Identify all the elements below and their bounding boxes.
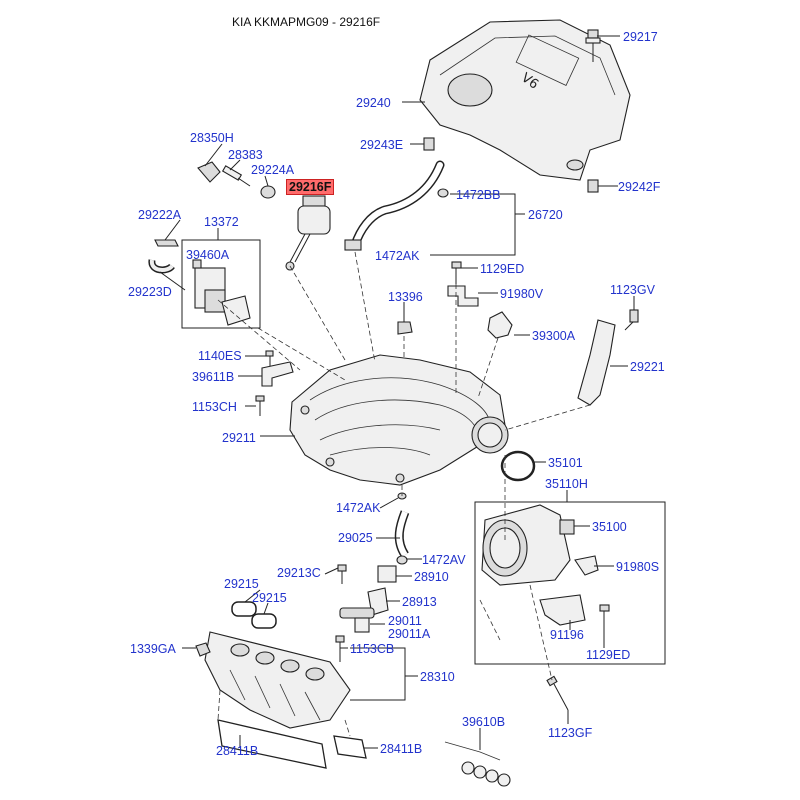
sensor-assembly-illustration (197, 161, 276, 199)
actuator-29216f-illustration (285, 195, 331, 271)
intake-manifold-lower-28310 (204, 631, 351, 729)
label-29221[interactable]: 29221 (630, 360, 665, 374)
dashed-reference-lines (217, 251, 591, 737)
bolt-1129ed-top (451, 261, 462, 284)
bracket-29221 (577, 319, 616, 406)
bracket-91980v (447, 285, 479, 307)
label-28910[interactable]: 28910 (414, 570, 449, 584)
label-1129ed-bottom[interactable]: 1129ED (586, 648, 631, 662)
bolt-29217-illustration (585, 29, 601, 62)
throttle-body-box-35110h (474, 501, 666, 665)
label-28383[interactable]: 28383 (228, 148, 263, 162)
gasket-28411b-right (333, 735, 367, 759)
clamp-1472av (396, 555, 408, 565)
label-29215-a[interactable]: 29215 (224, 577, 259, 591)
label-1153cb[interactable]: 1153CB (350, 642, 395, 656)
label-39460a[interactable]: 39460A (186, 248, 230, 262)
label-13396[interactable]: 13396 (388, 290, 423, 304)
hose-29222a (154, 239, 179, 247)
sensor-39300a (487, 311, 513, 339)
label-35101[interactable]: 35101 (548, 456, 583, 470)
label-29216f-highlighted[interactable]: 29216F (286, 179, 335, 195)
label-29211[interactable]: 29211 (222, 431, 256, 445)
leader-lines (159, 35, 635, 750)
solenoid-box-13372 (181, 239, 261, 329)
label-1472ak-bottom[interactable]: 1472AK (336, 501, 381, 515)
label-29215-b[interactable]: 29215 (252, 591, 287, 605)
label-29224a[interactable]: 29224A (251, 163, 295, 177)
label-1140es[interactable]: 1140ES (198, 349, 242, 363)
label-1472ak-top[interactable]: 1472AK (375, 249, 420, 263)
label-29011[interactable]: 29011 (388, 614, 422, 628)
label-29243e[interactable]: 29243E (360, 138, 404, 152)
label-26720[interactable]: 26720 (528, 208, 563, 222)
bolt-1153cb (335, 635, 345, 662)
harness-39610b (444, 741, 511, 787)
label-13372[interactable]: 13372 (204, 215, 239, 229)
label-1129ed-top[interactable]: 1129ED (480, 262, 525, 276)
gasket-35101 (500, 450, 536, 482)
label-29217[interactable]: 29217 (623, 30, 658, 44)
label-28913[interactable]: 28913 (402, 595, 437, 609)
label-29222a[interactable]: 29222A (138, 208, 182, 222)
label-39610b[interactable]: 39610B (462, 715, 506, 729)
label-29223d[interactable]: 29223D (128, 285, 172, 299)
bolt-1123gf (546, 675, 569, 711)
label-91980v[interactable]: 91980V (500, 287, 544, 301)
label-28310[interactable]: 28310 (420, 670, 455, 684)
label-39300a[interactable]: 39300A (532, 329, 576, 343)
bolt-1153ch (255, 395, 265, 416)
label-29242f[interactable]: 29242F (618, 180, 661, 194)
label-29011a[interactable]: 29011A (388, 627, 431, 641)
label-39611b[interactable]: 39611B (192, 370, 235, 384)
label-28411b-left[interactable]: 28411B (216, 744, 259, 758)
label-29240[interactable]: 29240 (356, 96, 391, 110)
engine-cover-illustration: V6 (419, 19, 631, 181)
label-28411b-right[interactable]: 28411B (380, 742, 423, 756)
label-1123gf[interactable]: 1123GF (548, 726, 593, 740)
label-1153ch[interactable]: 1153CH (192, 400, 237, 414)
page-title: KIA KKMAPMG09 - 29216F (232, 15, 381, 29)
label-91196[interactable]: 91196 (550, 628, 584, 642)
intake-manifold-upper-29211 (289, 354, 509, 486)
label-91980s[interactable]: 91980S (616, 560, 660, 574)
grommet-29242f (587, 179, 599, 193)
label-1339ga[interactable]: 1339GA (130, 642, 176, 656)
valve-28910-illustration (339, 565, 397, 633)
label-29025[interactable]: 29025 (338, 531, 373, 545)
label-1472bb[interactable]: 1472BB (456, 188, 501, 202)
gasket-28411b-left (217, 719, 327, 769)
label-35100[interactable]: 35100 (592, 520, 627, 534)
gasket-29215-b (251, 613, 277, 629)
grommet-29243e (423, 137, 435, 151)
bolt-1140es (265, 350, 274, 366)
label-29213c[interactable]: 29213C (277, 566, 321, 580)
label-35110h[interactable]: 35110H (545, 477, 588, 491)
nut-13396 (397, 321, 413, 335)
label-1123gv[interactable]: 1123GV (610, 283, 655, 297)
label-1472av[interactable]: 1472AV (422, 553, 466, 567)
bracket-39611b (261, 361, 294, 387)
bolt-1123gv (624, 309, 639, 331)
hose-26720-illustration (344, 160, 449, 251)
label-28350h[interactable]: 28350H (190, 131, 234, 145)
gasket-29215-a (231, 601, 257, 617)
bolt-29213c (337, 564, 347, 584)
nut-1339ga (195, 642, 211, 657)
